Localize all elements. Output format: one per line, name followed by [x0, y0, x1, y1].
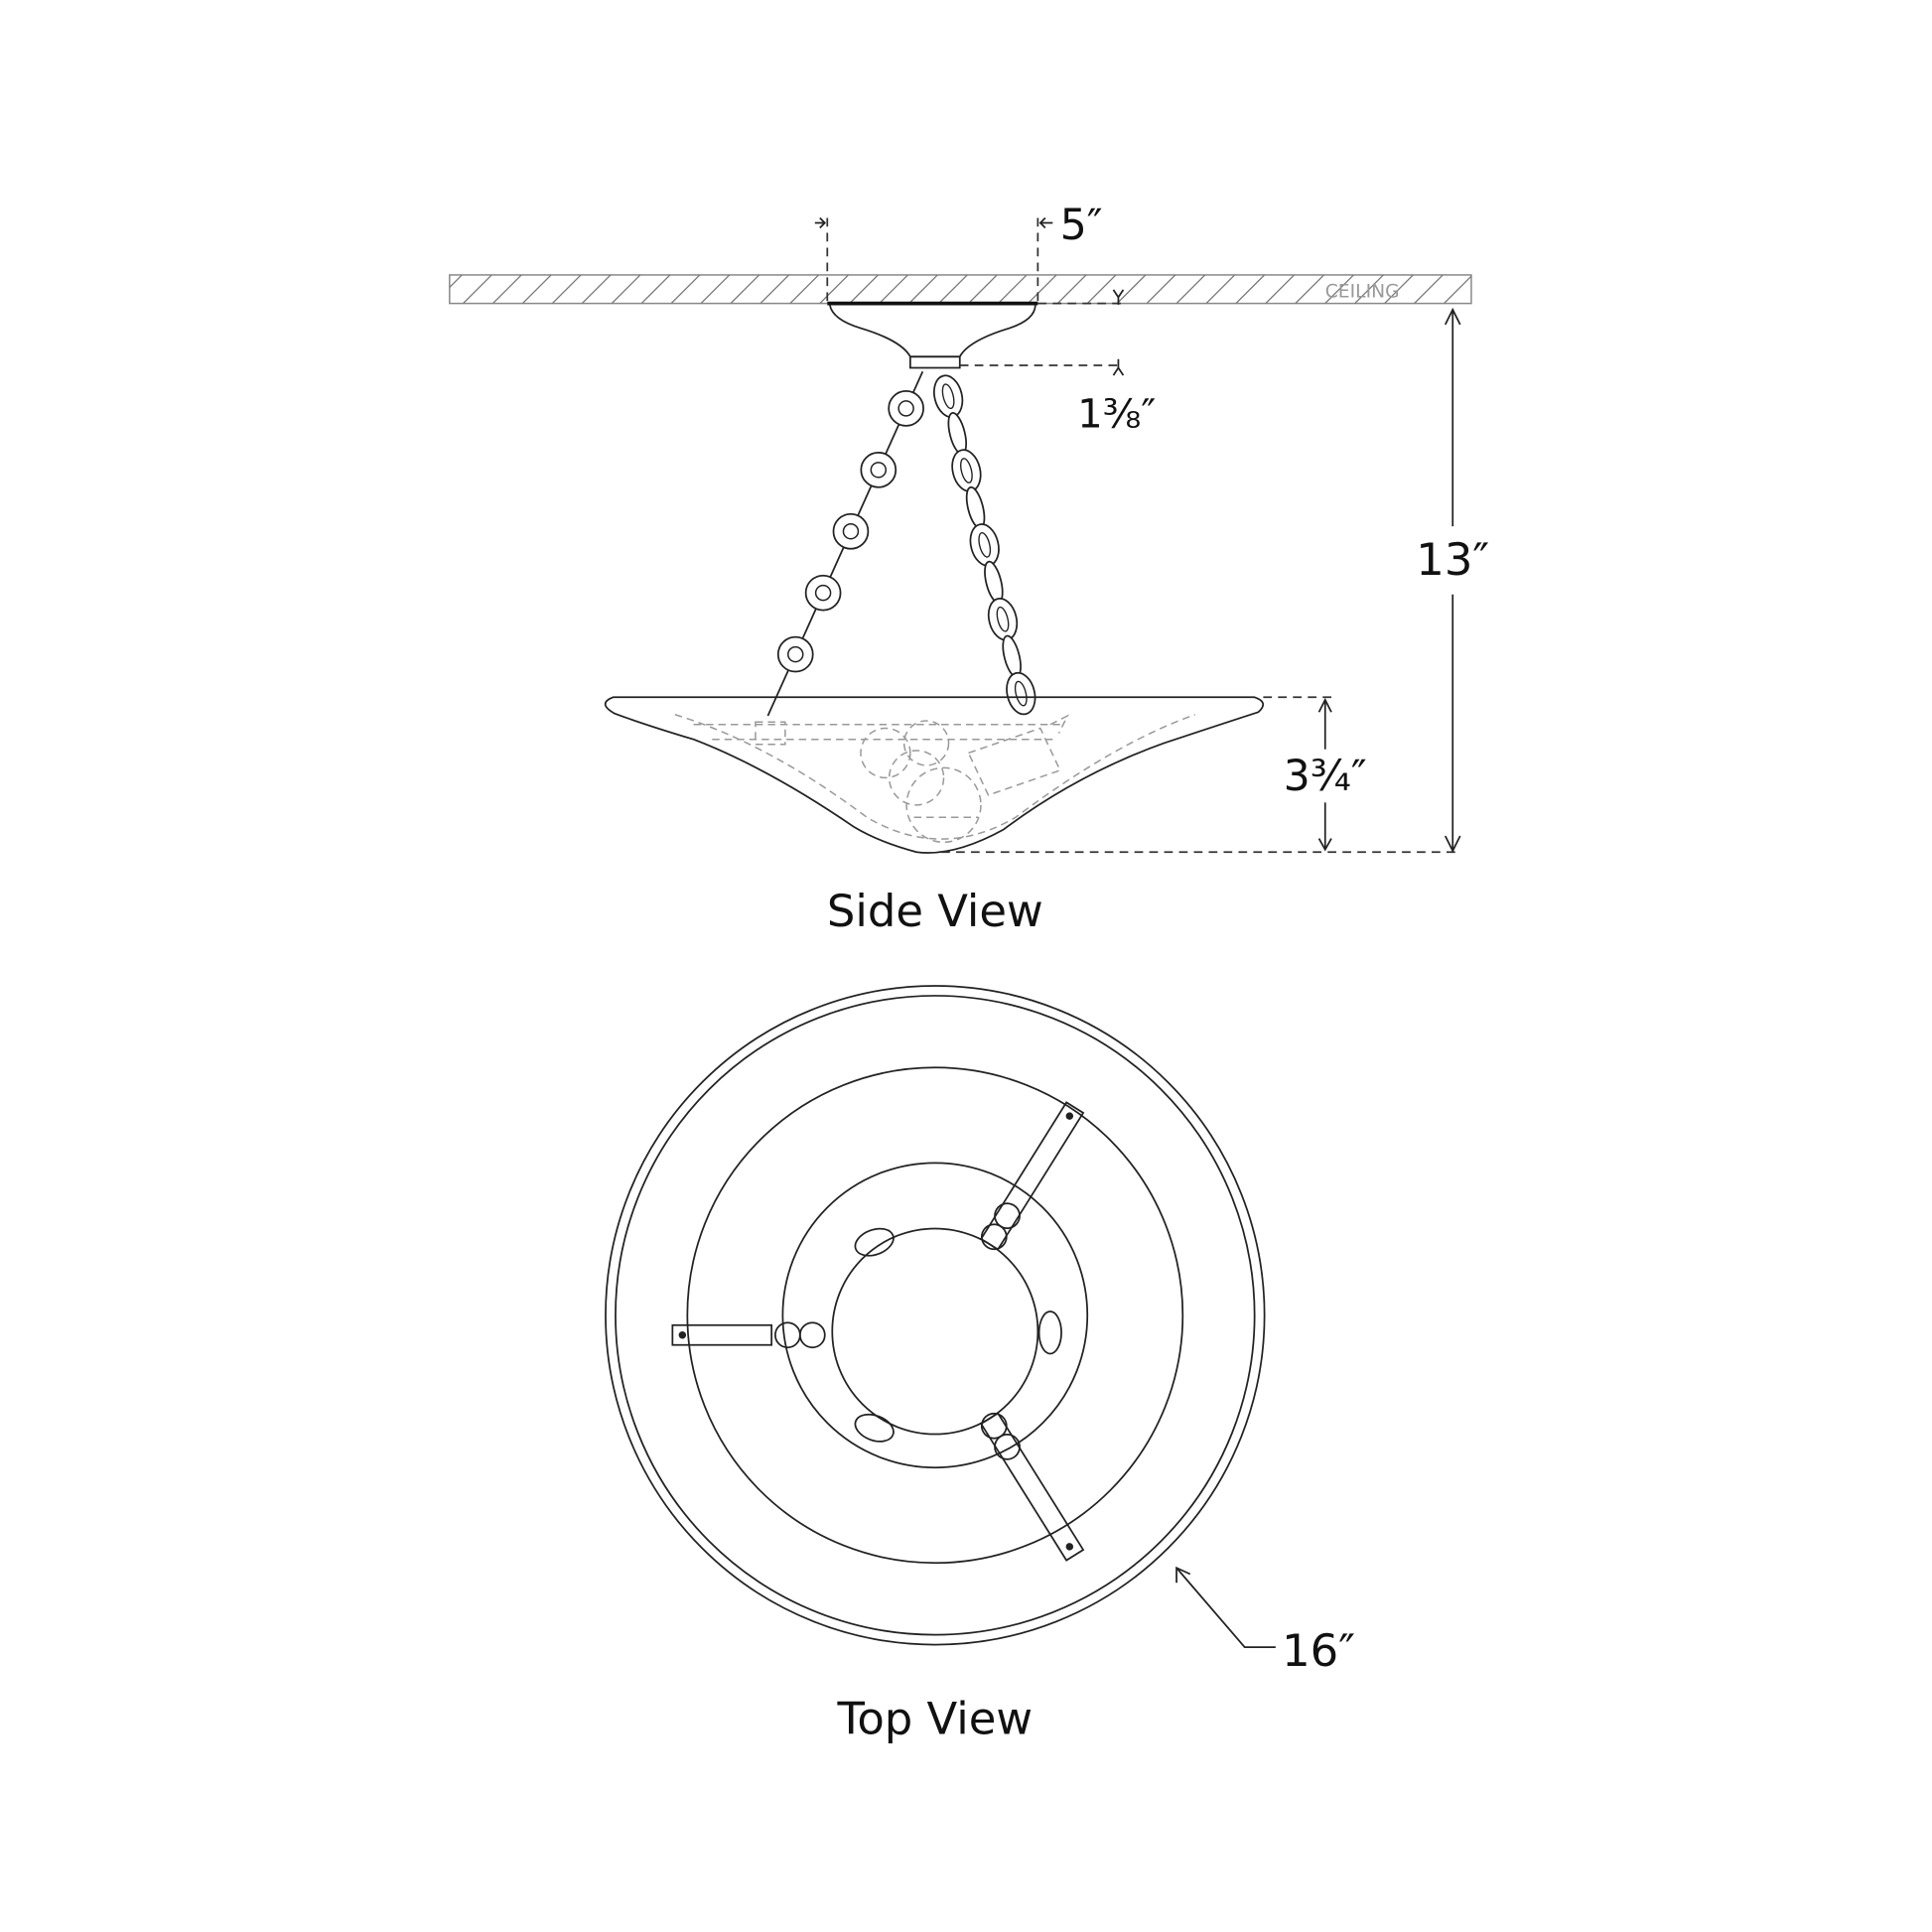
hatch-line [670, 274, 701, 304]
hatch-line [789, 274, 819, 304]
hatch-line [1265, 274, 1296, 304]
chain-link [1006, 671, 1036, 716]
ceiling: CEILING [449, 274, 1502, 305]
chain-link [832, 512, 870, 550]
hatch-line [730, 274, 760, 304]
hatch-line [997, 274, 1028, 304]
hatch-line [492, 274, 522, 304]
hatch-line [1146, 274, 1176, 304]
arm-upper-right [980, 1101, 1085, 1251]
hatch-line [849, 274, 879, 304]
arm-left [671, 1321, 826, 1349]
chain-link [860, 451, 897, 488]
canopy-height-label: 1⅜″ [1077, 391, 1156, 437]
ceiling-label: CEILING [1325, 281, 1400, 302]
chain-link [965, 485, 986, 529]
arm-lower-right [980, 1412, 1085, 1562]
hatch-line [700, 274, 731, 304]
chain-link [951, 449, 982, 492]
hatch-line [1116, 274, 1147, 304]
hatch-line [1027, 274, 1057, 304]
chain-link [947, 412, 968, 456]
socket-3 [854, 1413, 895, 1443]
hatch-line [1205, 274, 1236, 304]
socket-2 [1037, 1311, 1062, 1355]
hatch-line [759, 274, 790, 304]
shade-height-label: 3¾″ [1284, 753, 1367, 801]
hatch-line [1056, 274, 1087, 304]
chains [766, 370, 1036, 717]
hatch-line [908, 274, 938, 304]
hatch-line [449, 274, 463, 289]
hatch-line [1235, 274, 1266, 304]
side-view-title: Side View [827, 885, 1043, 937]
chain-link [804, 574, 842, 612]
hatch-line [521, 274, 552, 304]
top-view-title: Top View [837, 1692, 1034, 1744]
canopy [827, 289, 1125, 369]
hatch-line [1444, 275, 1471, 304]
chain-link [932, 374, 964, 418]
hatch-line [1324, 274, 1354, 304]
diameter-label: 16″ [1282, 1624, 1355, 1677]
hatch-line [1473, 275, 1502, 304]
hatch-line [1414, 274, 1444, 304]
bowl-shade [604, 696, 1265, 854]
hatch-line [611, 274, 641, 304]
hatch-line [1354, 274, 1384, 304]
chain-link [969, 523, 1000, 567]
hatch-line [938, 274, 968, 304]
chain-link [888, 390, 924, 427]
hatch-line [1295, 274, 1324, 304]
hatch-line [1384, 274, 1414, 304]
overall-height-dimension: 13″ [1416, 307, 1489, 853]
hatch-line [551, 274, 582, 304]
hatch-line [879, 274, 908, 304]
canopy-width-dimension: 5″ [814, 202, 1103, 304]
chain-link [776, 635, 814, 673]
chain-link [1002, 634, 1022, 678]
overall-height-label: 13″ [1416, 533, 1489, 586]
top-view: 16″ [605, 985, 1355, 1677]
hatch-line [968, 274, 998, 304]
canopy-width-label: 5″ [1060, 202, 1103, 250]
hatch-line [819, 274, 849, 304]
hatch-line [1086, 274, 1117, 304]
hatch-line [463, 274, 492, 304]
hatch-line [1175, 274, 1206, 304]
hatch-line [581, 274, 612, 304]
chain-link [987, 598, 1019, 641]
canopy-height-dimension: 1⅜″ [959, 358, 1156, 437]
ceiling-hatching [449, 274, 1502, 304]
hatch-line [640, 274, 671, 304]
socket-1 [854, 1227, 895, 1257]
shade-height-dimension: 3¾″ [941, 696, 1461, 854]
chain-link [984, 560, 1004, 604]
